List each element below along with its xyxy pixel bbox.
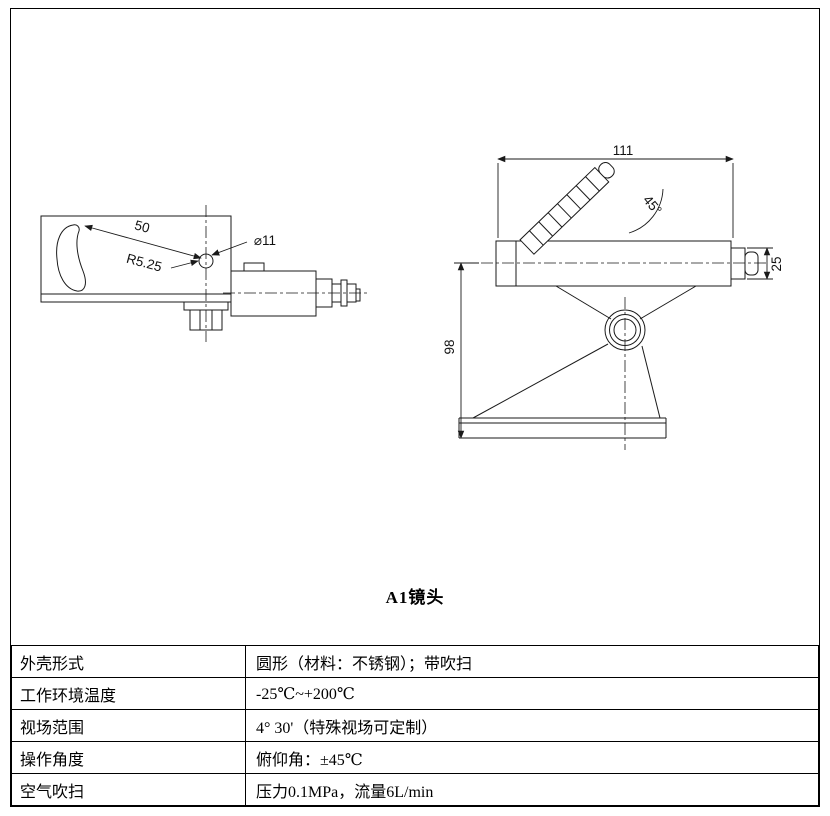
spec-label-cell: 视场范围 — [11, 709, 246, 742]
right-view-drawing: 111 25 — [442, 143, 784, 450]
dim-label-d11: ⌀11 — [254, 233, 276, 248]
dim-label-45: 45° — [640, 192, 665, 217]
lens-tip — [744, 251, 759, 276]
leader-d11 — [211, 241, 248, 256]
spec-sheet: 50 R5.25 ⌀11 — [10, 8, 820, 807]
drawing-title: A1镜头 — [385, 588, 445, 607]
spec-label-cell: 外壳形式 — [11, 645, 246, 678]
spec-label-cell: 空气吹扫 — [11, 773, 246, 806]
drawing-area: 50 R5.25 ⌀11 — [11, 9, 819, 645]
spec-value-cell: 4° 30'（特殊视场可定制） — [245, 709, 819, 742]
table-row: 操作角度 俯仰角：±45℃ — [11, 741, 819, 774]
leader-r525 — [170, 259, 199, 269]
dim-line-50 — [84, 224, 202, 260]
tube-stripe — [557, 203, 572, 219]
tube-stripe — [575, 185, 591, 201]
air-purge-fitting — [519, 161, 615, 255]
tube-stripe — [585, 176, 600, 192]
lens-end-step — [730, 247, 746, 280]
cylinder-block — [230, 270, 317, 317]
angle-arc — [628, 188, 664, 234]
top-tab — [243, 262, 265, 272]
connector-tip — [355, 288, 361, 302]
spec-value-cell: 俯仰角：±45℃ — [245, 741, 819, 774]
tube-stripe — [566, 194, 582, 210]
table-row: 空气吹扫 压力0.1MPa，流量6L/min — [11, 773, 819, 806]
dim-label-50: 50 — [133, 217, 151, 235]
bracket-leg-left — [555, 285, 612, 320]
bracket-edge-right — [641, 345, 661, 419]
tube-cap — [598, 161, 615, 179]
tube-stripe — [529, 230, 544, 246]
dim-label-111: 111 — [613, 143, 634, 158]
dim-label-98: 98 — [442, 339, 457, 354]
table-row: 视场范围 4° 30'（特殊视场可定制） — [11, 709, 819, 742]
bracket-edge-left — [472, 343, 609, 419]
table-row: 工作环境温度 -25℃~+200℃ — [11, 677, 819, 710]
viewing-slot — [56, 224, 86, 292]
spec-label-cell: 工作环境温度 — [11, 677, 246, 710]
technical-drawing: 50 R5.25 ⌀11 — [40, 143, 784, 450]
dim-label-r5-25: R5.25 — [125, 251, 164, 275]
dim-label-25: 25 — [769, 256, 784, 271]
bracket-leg-right — [639, 285, 697, 320]
left-view-drawing: 50 R5.25 ⌀11 — [40, 205, 367, 342]
housing-body — [40, 215, 232, 303]
spec-value-cell: -25℃~+200℃ — [245, 677, 819, 710]
table-row: 外壳形式 圆形（材料：不锈钢）；带吹扫 — [11, 645, 819, 678]
spec-label-cell: 操作角度 — [11, 741, 246, 774]
spec-value-cell: 圆形（材料：不锈钢）；带吹扫 — [245, 645, 819, 678]
spec-table: 外壳形式 圆形（材料：不锈钢）；带吹扫 工作环境温度 -25℃~+200℃ 视场… — [11, 645, 819, 806]
tube-stripe — [538, 221, 554, 237]
spec-value-cell: 压力0.1MPa，流量6L/min — [245, 773, 819, 806]
tube-stripe — [547, 212, 563, 228]
